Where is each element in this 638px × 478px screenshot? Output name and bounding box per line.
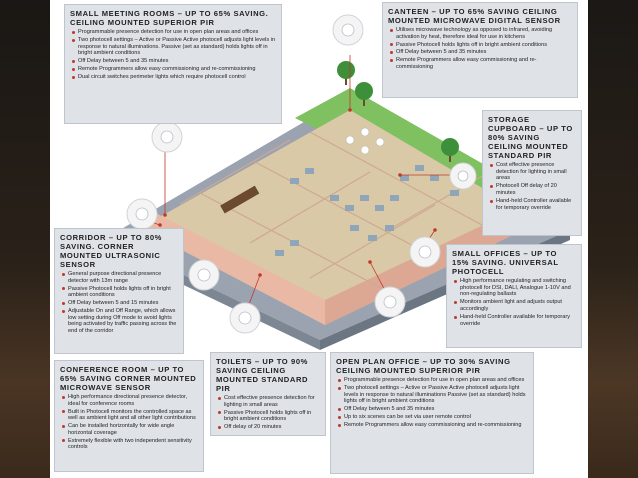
desk — [305, 168, 314, 174]
list-item: Off Delay between 5 and 35 minutes — [390, 49, 572, 56]
list-item: Cost effective presence detection for li… — [218, 395, 320, 408]
desk — [430, 175, 439, 181]
canteen-tables — [345, 127, 385, 155]
sensor-icon — [449, 162, 477, 190]
desk — [368, 235, 377, 241]
tree-icon — [355, 82, 373, 106]
sensor-icon — [229, 302, 261, 334]
feature-list: General purpose directional presence det… — [60, 271, 178, 335]
front-wall — [140, 205, 325, 325]
office-furniture — [220, 165, 459, 256]
box-title: OPEN PLAN OFFICE – UP TO 30% SAVING CEIL… — [336, 357, 511, 375]
list-item: Can be installed horizontally for wide a… — [62, 423, 198, 436]
desk — [360, 195, 369, 201]
list-item: Hand-held Controller available for tempo… — [454, 314, 576, 327]
list-item: General purpose directional presence det… — [62, 271, 178, 284]
desk — [330, 195, 339, 201]
box-title: CORRIDOR – UP TO 80% SAVING. CORNER MOUN… — [60, 233, 163, 269]
list-item: Two photocell settings – Active or Passi… — [338, 385, 528, 405]
sensor-icon — [409, 236, 441, 268]
box-title: CONFERENCE ROOM – UP TO 65% SAVING CORNE… — [60, 365, 197, 392]
desk — [415, 165, 424, 171]
desk — [290, 240, 299, 246]
conference-table — [220, 185, 260, 214]
tree-icon — [441, 138, 459, 162]
list-item: Hand-held Controller available for tempo… — [490, 198, 576, 211]
desk — [275, 250, 284, 256]
toilets-box: TOILETS – UP TO 90% SAVING CEILING MOUNT… — [210, 352, 326, 436]
list-item: Passive Photocell holds lights off in br… — [390, 42, 572, 49]
list-item: Cost effective presence detection for li… — [490, 162, 576, 182]
feature-list: Programmable presence detection for use … — [336, 377, 528, 429]
sensor-icon — [374, 286, 406, 318]
list-item: Off Delay between 5 and 15 minutes — [62, 300, 178, 307]
list-item: Remote Programmers allow easy commission… — [72, 66, 276, 73]
list-item: Extremely flexible with two independent … — [62, 438, 198, 451]
soil-background-right — [588, 0, 638, 478]
list-item: Programmable presence detection for use … — [72, 29, 276, 36]
desk — [345, 205, 354, 211]
desk — [290, 178, 299, 184]
feature-list: High performance directional presence de… — [60, 394, 198, 451]
feature-list: Cost effective presence detection for li… — [216, 395, 320, 431]
small-offices-box: SMALL OFFICES – UP TO 15% SAVING. UNIVER… — [446, 244, 582, 348]
list-item: Dual circuit switches perimeter lights w… — [72, 74, 276, 81]
desk — [400, 175, 409, 181]
list-item: Up to six scenes can be set via user rem… — [338, 414, 528, 421]
list-item: High performance regulating and switchin… — [454, 278, 576, 298]
list-item: Passive Photocell holds lights off in br… — [218, 410, 320, 423]
list-item: Remote Programmers allow easy commission… — [338, 422, 528, 429]
desk — [350, 225, 359, 231]
list-item: Remote Programmers allow easy commission… — [390, 57, 572, 70]
canteen-box: CANTEEN – UP TO 65% SAVING CEILING MOUNT… — [382, 2, 578, 98]
list-item: Photocell Off delay of 20 minutes — [490, 183, 576, 196]
desk — [450, 190, 459, 196]
list-item: Adjustable On and Off Range, which allow… — [62, 308, 177, 335]
list-item: Off Delay between 5 and 35 minutes — [338, 406, 528, 413]
infographic-sheet: SMALL MEETING ROOMS – UP TO 65% SAVING. … — [50, 0, 588, 478]
box-title: SMALL OFFICES – UP TO 15% SAVING. UNIVER… — [452, 249, 559, 276]
open-plan-office-box: OPEN PLAN OFFICE – UP TO 30% SAVING CEIL… — [330, 352, 534, 474]
conference-room-box: CONFERENCE ROOM – UP TO 65% SAVING CORNE… — [54, 360, 204, 472]
sensor-icon — [126, 198, 158, 230]
soil-background-left — [0, 0, 50, 478]
list-item: Passive Photocell holds lights off in br… — [62, 286, 178, 299]
box-title: STORAGE CUPBOARD – UP TO 80% SAVING CEIL… — [488, 115, 573, 160]
list-item: Monitors ambient light and adjusts outpu… — [454, 299, 576, 312]
list-item: Off Delay between 5 and 35 minutes — [72, 58, 276, 65]
list-item: Utilises microwave technology as opposed… — [390, 27, 572, 40]
list-item: Programmable presence detection for use … — [338, 377, 528, 384]
sensor-icon — [151, 121, 183, 153]
box-title: SMALL MEETING ROOMS – UP TO 65% SAVING. … — [70, 9, 269, 27]
desk — [390, 195, 399, 201]
sensor-icon — [188, 259, 220, 291]
feature-list: Utilises microwave technology as opposed… — [388, 27, 572, 71]
list-item: High performance directional presence de… — [62, 394, 198, 407]
desk — [385, 225, 394, 231]
feature-list: Cost effective presence detection for li… — [488, 162, 576, 211]
box-title: CANTEEN – UP TO 65% SAVING CEILING MOUNT… — [388, 7, 561, 25]
corridor-box: CORRIDOR – UP TO 80% SAVING. CORNER MOUN… — [54, 228, 184, 354]
feature-list: Programmable presence detection for use … — [70, 29, 276, 81]
leader-dots — [158, 108, 437, 277]
desk — [375, 205, 384, 211]
list-item: Two photocell settings – Active or Passi… — [72, 36, 276, 57]
list-item: Off delay of 20 minutes — [218, 424, 320, 431]
tree-icon — [337, 61, 355, 85]
sensor-icon — [332, 14, 364, 46]
storage-cupboard-box: STORAGE CUPBOARD – UP TO 80% SAVING CEIL… — [482, 110, 582, 236]
feature-list: High performance regulating and switchin… — [452, 278, 576, 327]
box-title: TOILETS – UP TO 90% SAVING CEILING MOUNT… — [216, 357, 309, 393]
small-meeting-rooms-box: SMALL MEETING ROOMS – UP TO 65% SAVING. … — [64, 4, 282, 124]
list-item: Built in Photocell monitors the controll… — [62, 409, 198, 422]
